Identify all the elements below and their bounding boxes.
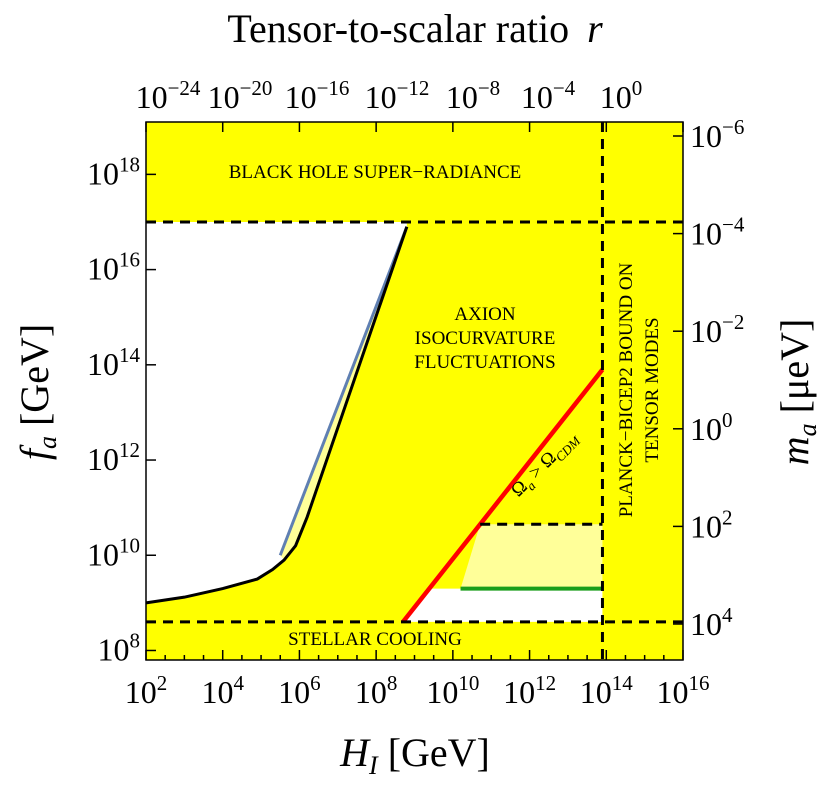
plot-area: 102 104 106 108 1010 1012 1014 1016 108 1010 1012 1…	[87, 76, 745, 710]
black-curve	[145, 226, 409, 605]
y2-tick-label-2: 10−2	[690, 310, 744, 349]
y-tick-label-3: 1014	[87, 343, 141, 382]
top-axis-title-text: Tensor-to-scalar ratio	[227, 6, 569, 51]
y-tick-label-4: 1016	[87, 248, 140, 287]
label-black-hole: BLACK HOLE SUPER−RADIANCE	[229, 162, 522, 183]
x-axis-label: HI [GeV]	[339, 730, 490, 780]
y-tick-label-1: 1010	[87, 533, 140, 572]
allowed-region-white	[146, 221, 407, 603]
blue-line	[278, 226, 409, 556]
top-tick-label-1: 10−20	[208, 76, 273, 115]
red-line	[401, 368, 605, 624]
label-axion-1: AXION	[454, 304, 515, 325]
x-tick-label-6: 1014	[580, 671, 634, 710]
top-axis-title: Tensor-to-scalar ratio r	[227, 6, 603, 51]
top-tick-label-5: 10−4	[521, 76, 576, 115]
y-axis-label-unit: [GeV]	[12, 324, 57, 426]
label-axion-2: ISOCURVATURE	[415, 328, 556, 349]
x-tick-label-2: 106	[278, 671, 321, 710]
x-axis-label-unit: [GeV]	[388, 730, 490, 775]
top-tick-label-4: 10−8	[446, 76, 500, 115]
y-axis-label: fa[GeV]	[12, 324, 62, 460]
x-tick-label-3: 108	[355, 671, 398, 710]
light-band-omega	[460, 524, 603, 589]
label-planck-2: TENSOR MODES	[642, 317, 663, 462]
top-tick-label-2: 10−16	[285, 76, 350, 115]
top-tick-label-6: 100	[600, 76, 643, 115]
x-tick-label-4: 1010	[426, 671, 479, 710]
y-tick-label-5: 1018	[87, 152, 140, 191]
y2-axis-label-var: m	[772, 436, 817, 465]
y2-tick-label-0: 10−6	[690, 115, 744, 154]
x-axis-label-var: H	[339, 730, 371, 775]
x-tick-label-1: 104	[201, 671, 244, 710]
y2-tick-label-5: 104	[690, 603, 733, 642]
x-tick-label-5: 1012	[503, 671, 556, 710]
allowed-region-triangle	[402, 588, 603, 622]
x-tick-label-0: 102	[125, 671, 168, 710]
label-axion-3: FLUCTUATIONS	[414, 352, 555, 373]
y-tick-label-0: 108	[98, 628, 141, 667]
y2-axis-label-sub: a	[793, 423, 822, 436]
top-tick-label-0: 10−24	[136, 76, 201, 115]
label-planck-1: PLANCK−BICEP2 BOUND ON	[616, 262, 637, 517]
label-stellar-cooling: STELLAR COOLING	[288, 629, 462, 650]
x-axis-label-sub: I	[368, 751, 379, 780]
y2-axis-label-unit: [μeV]	[772, 319, 817, 414]
y2-tick-label-3: 100	[690, 408, 733, 447]
y2-tick-label-4: 102	[690, 505, 733, 544]
top-axis-title-var: r	[587, 6, 603, 51]
y2-tick-label-1: 10−4	[690, 213, 745, 252]
y-axis-label-sub: a	[33, 436, 62, 449]
y-tick-label-2: 1012	[87, 438, 140, 477]
y2-axis-label: ma [μeV]	[772, 319, 822, 466]
top-tick-label-3: 10−12	[365, 76, 430, 115]
x-tick-label-7: 1016	[657, 671, 710, 710]
